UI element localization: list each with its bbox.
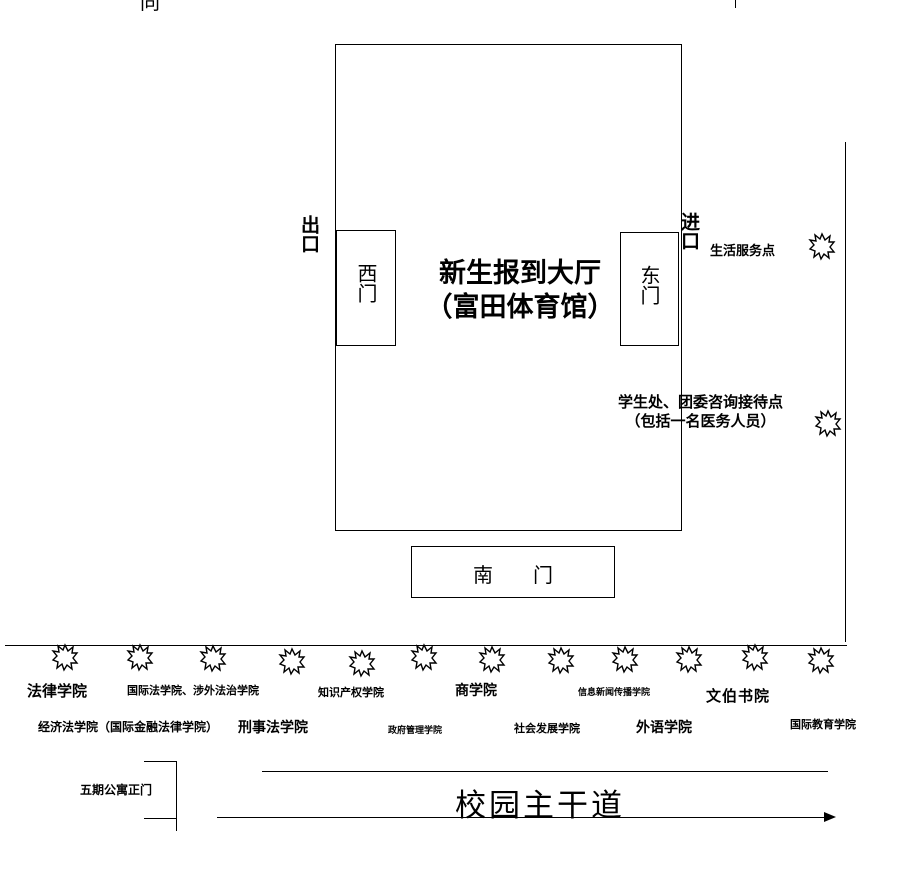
- star-icon-college-11: [742, 644, 768, 671]
- star-icon-life-service: [809, 233, 835, 260]
- consult-point-line2: （包括一名医务人员）: [625, 412, 776, 430]
- star-icon-college-12: [808, 647, 834, 674]
- top-cutoff-text: 同: [140, 0, 644, 14]
- east-door-label: 东门: [637, 265, 661, 305]
- college-label-foreign-lang: 外语学院: [636, 720, 692, 736]
- hall-title-line2: （富田体育馆）: [425, 292, 615, 323]
- hall-title-line1: 新生报到大厅: [439, 258, 601, 289]
- apartment-gate-label: 五期公寓正门: [80, 783, 153, 797]
- star-icon-consult: [815, 410, 841, 437]
- west-door-label: 西门: [354, 263, 378, 303]
- consult-point-line1: 学生处、团委咨询接待点: [618, 393, 784, 411]
- apartment-gate-line: [176, 761, 177, 831]
- star-icon-college-8: [548, 647, 574, 674]
- main-road-label: 校园主干道: [455, 788, 625, 824]
- consult-point-label: 学生处、团委咨询接待点 （包括一名医务人员）: [618, 393, 783, 431]
- college-label-criminal-law: 刑事法学院: [238, 720, 308, 736]
- south-door-label: 南 门: [473, 563, 553, 587]
- college-road-line: [5, 645, 847, 646]
- college-label-info: 信息新闻传播学院: [578, 688, 651, 698]
- star-icon-college-10: [676, 646, 702, 673]
- college-label-law: 法律学院: [27, 682, 88, 700]
- college-label-ip: 知识产权学院: [318, 686, 384, 699]
- apartment-gate-top-tick: [144, 761, 177, 762]
- star-icon-college-5: [349, 650, 375, 677]
- hall-title: 新生报到大厅 （富田体育馆）: [400, 257, 640, 325]
- east-door: 东门: [620, 232, 679, 346]
- star-icon-college-4: [279, 648, 305, 675]
- apartment-gate-bottom-tick: [144, 818, 177, 819]
- college-label-intl-edu: 国际教育学院: [790, 718, 856, 731]
- college-label-intl-law: 国际法学院、涉外法治学院: [127, 684, 259, 697]
- star-icon-college-9: [612, 646, 638, 673]
- star-icon-college-2: [127, 644, 153, 671]
- college-label-business: 商学院: [455, 683, 497, 699]
- entry-label: 进口: [678, 212, 700, 250]
- life-service-point-label: 生活服务点: [710, 244, 776, 259]
- road-arrow-head-icon: [824, 812, 836, 822]
- star-icon-college-1: [52, 644, 78, 671]
- star-icon-college-7: [479, 646, 505, 673]
- exit-label: 出口: [298, 215, 320, 253]
- main-road-upper-line: [262, 771, 828, 772]
- college-label-social: 社会发展学院: [514, 722, 580, 735]
- main-road-lower-line: [217, 817, 825, 818]
- star-icon-college-3: [200, 645, 226, 672]
- west-door: 西门: [336, 230, 396, 346]
- college-label-wenbo: 文伯书院: [706, 687, 771, 705]
- top-cutoff-mark: [735, 0, 736, 8]
- star-icon-college-6: [411, 644, 437, 671]
- college-label-econ-law: 经济法学院（国际金融法律学院）: [38, 720, 219, 734]
- college-label-gov: 政府管理学院: [388, 726, 443, 736]
- east-road-line: [845, 142, 846, 642]
- south-door: 南 门: [411, 546, 615, 598]
